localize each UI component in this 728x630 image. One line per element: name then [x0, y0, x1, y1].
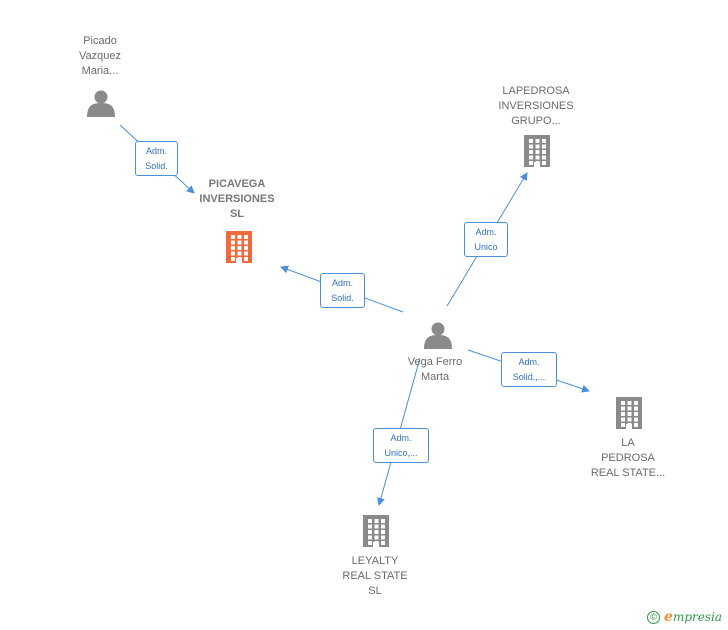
building-icon[interactable]	[616, 397, 642, 429]
brand-name: mpresia	[672, 610, 722, 624]
edge-badge-line: Adm.	[331, 278, 353, 288]
node-label-vega[interactable]: Vega Ferro Marta	[385, 355, 485, 385]
building-icon[interactable]	[363, 515, 389, 547]
node-label-leyalty[interactable]: LEYALTY REAL STATE SL	[320, 554, 430, 599]
edge-badge-line: Adm.	[145, 146, 167, 156]
node-label-line: Marta	[420, 371, 450, 383]
edge-badge-line: Solid.	[331, 293, 354, 303]
edge-badge-line: Adm.	[518, 357, 540, 367]
edge-badge-line: Solid.,...	[512, 372, 546, 382]
edge-badge-line: Adm.	[475, 227, 497, 237]
node-label-la-pedrosa[interactable]: LA PEDROSA REAL STATE...	[572, 436, 684, 481]
edge-badge-vega-leyalty[interactable]: Adm. Unico,...	[373, 428, 429, 463]
edge-badge-vega-la-pedrosa[interactable]: Adm. Solid.,...	[501, 352, 557, 387]
node-label-line: Picado	[83, 35, 117, 47]
node-label-line: LAPEDROSA	[502, 85, 570, 97]
edge-badge-picado-picavega[interactable]: Adm. Solid.	[135, 141, 178, 176]
building-icon[interactable]	[226, 231, 252, 263]
node-label-line: SL	[229, 208, 245, 220]
node-label-line: REAL STATE...	[590, 467, 666, 479]
edge-badge-line: Unico,...	[384, 448, 418, 458]
node-label-line: GRUPO...	[511, 115, 561, 127]
brand-initial: e	[664, 609, 673, 625]
node-label-line: PICAVEGA	[208, 178, 266, 190]
node-label-line: PEDROSA	[601, 452, 655, 464]
building-icon[interactable]	[524, 135, 550, 167]
node-label-line: Vega Ferro	[407, 356, 463, 368]
node-label-picavega[interactable]: PICAVEGA INVERSIONES SL	[177, 177, 297, 222]
node-label-line: SL	[368, 585, 382, 597]
edge-badge-line: Adm.	[390, 433, 412, 443]
edge-badge-vega-lapedrosa[interactable]: Adm. Unico	[464, 222, 508, 257]
person-icon[interactable]	[424, 322, 452, 350]
empresia-logo: ©empresia	[647, 609, 722, 625]
node-label-line: INVERSIONES	[498, 100, 574, 112]
edge-badge-line: Unico	[474, 242, 498, 252]
node-label-line: INVERSIONES	[199, 193, 275, 205]
node-label-picado[interactable]: Picado Vazquez Maria...	[60, 34, 140, 79]
node-label-line: REAL STATE	[342, 570, 408, 582]
person-icon[interactable]	[87, 90, 115, 118]
node-label-line: Vazquez	[79, 50, 121, 62]
node-label-lapedrosa[interactable]: LAPEDROSA INVERSIONES GRUPO...	[476, 84, 596, 129]
node-label-line: Maria...	[81, 65, 119, 77]
node-label-line: LA	[621, 437, 635, 449]
edge-badge-line: Solid.	[145, 161, 168, 171]
edge-badge-vega-picavega[interactable]: Adm. Solid.	[320, 273, 365, 308]
copyright-icon: ©	[647, 611, 661, 625]
node-label-line: LEYALTY	[351, 555, 399, 567]
